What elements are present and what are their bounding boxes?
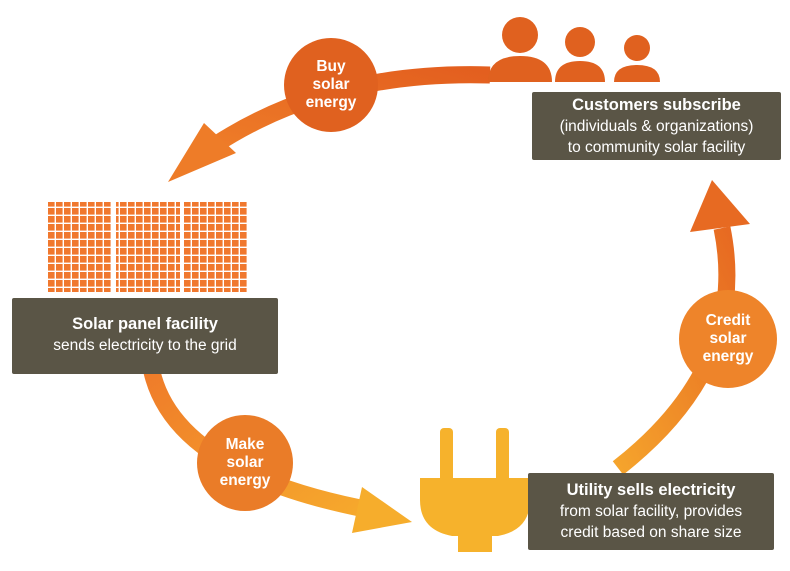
customers-desc-line1: (individuals & organizations) [559, 118, 754, 135]
credit-solar-energy-circle: Credit solar energy [679, 290, 777, 388]
solar-panels-icon [48, 202, 248, 292]
customers-subscribe-box: Customers subscribe (individuals & organ… [532, 92, 781, 160]
utility-desc-line1: from solar facility, provides [559, 503, 743, 520]
people-group-icon [488, 17, 660, 82]
customers-title: Customers subscribe [572, 96, 741, 114]
buy-solar-energy-circle: Buy solar energy [284, 38, 378, 132]
facility-desc: sends electricity to the grid [53, 337, 237, 354]
customers-desc-line2: to community solar facility [567, 139, 746, 156]
facility-title: Solar panel facility [72, 315, 218, 333]
utility-desc-line2: credit based on share size [560, 524, 742, 541]
utility-title: Utility sells electricity [566, 481, 736, 499]
make-solar-energy-circle: Make solar energy [197, 415, 293, 511]
solar-facility-box: Solar panel facility sends electricity t… [12, 298, 278, 374]
electric-plug-icon [420, 428, 530, 552]
utility-sells-box: Utility sells electricity from solar fac… [528, 473, 774, 550]
